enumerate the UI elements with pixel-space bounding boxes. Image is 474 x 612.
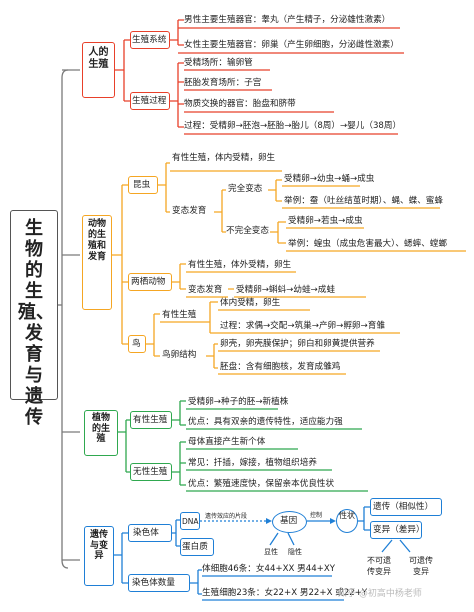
section-animal-reproduction — [82, 215, 112, 310]
node-dna-label: DNA — [182, 517, 199, 526]
node-gene — [272, 511, 307, 533]
complete-sequence: 受精卵→幼虫→蛹→成虫 — [284, 174, 375, 184]
amphibian-sexual: 有性生殖，体外受精，卵生 — [188, 260, 292, 270]
node-reproduction-process — [130, 92, 170, 110]
dominant-label: 显性 — [264, 548, 278, 556]
plant-sexual-1: 受精卵→种子的胚→新植株 — [188, 397, 289, 407]
node-insect — [128, 176, 158, 194]
insect-metamorphosis: 变态发育 — [172, 206, 207, 216]
amphibian-sequence: 受精卵→蝌蚪→幼蛙→成蛙 — [236, 285, 335, 295]
egg-structure-1: 卵壳，卵壳膜保护；卵白和卵黄提供营养 — [220, 339, 375, 349]
root-title-box — [10, 210, 58, 400]
node-protein — [180, 538, 214, 556]
node-variation-label: 变异（差异） — [373, 525, 425, 535]
node-chromosome-count-label: 染色体数量 — [132, 578, 175, 588]
plant-asexual-2: 常见：扦插，嫁接，植物组织培养 — [188, 458, 317, 468]
male-organ: 男性主要生殖器官：睾丸（产生精子，分泌雄性激素） — [184, 15, 391, 25]
node-plant-asexual-label: 无性生殖 — [133, 467, 168, 477]
fertilization-site: 受精场所：输卵管 — [184, 58, 253, 68]
bird-process: 过程：求偶→交配→筑巢→产卵→孵卵→育雏 — [220, 321, 385, 331]
node-variation — [370, 521, 422, 539]
incomplete-metamorphosis: 不完全变态 — [226, 226, 269, 236]
node-trait — [336, 509, 358, 533]
bird-fertilization: 体内受精，卵生 — [220, 298, 281, 308]
incomplete-example: 举例：蝗虫（成虫危害最大）、蟋蟀、螳螂 — [288, 239, 447, 249]
node-plant-asexual — [130, 463, 172, 481]
complete-example: 举例：蚕（吐丝结茧时期）、蝇、蝶、蜜蜂 — [284, 196, 443, 206]
incomplete-sequence: 受精卵→若虫→成虫 — [288, 216, 363, 226]
node-chromosome — [128, 524, 172, 542]
section-plant-reproduction — [84, 410, 118, 456]
embryo-site: 胚胎发育场所：子宫 — [184, 78, 262, 88]
bird-sexual: 有性生殖 — [162, 310, 197, 320]
control-label: 控制 — [310, 512, 323, 519]
egg-structure-2: 胚盘：含有细胞核，发育成雏鸡 — [220, 362, 341, 372]
watermark: 知乎 @初高中杨老师 — [338, 589, 422, 599]
amphibian-metamorphosis: 变态发育 — [188, 285, 223, 295]
section-human-title: 人的生殖 — [88, 47, 109, 70]
node-reproduction-process-label: 生殖过程 — [132, 96, 167, 106]
node-chromosome-label: 染色体 — [133, 528, 159, 538]
process-sequence: 过程：受精卵→胚泡→胚胎→胎儿（8周）→婴儿（38周） — [184, 121, 402, 131]
section-animal-title: 动物的生殖和发育 — [87, 219, 106, 262]
node-amphibian-label: 两栖动物 — [131, 277, 166, 287]
section-heredity-title: 遗传与变异 — [89, 530, 108, 561]
node-dna — [180, 512, 200, 530]
plant-asexual-3: 优点：繁殖速度快，保留亲本优良性状 — [188, 479, 335, 489]
node-gene-label: 基因 — [280, 516, 298, 526]
node-bird — [128, 335, 146, 353]
section-human-reproduction — [82, 42, 115, 98]
body-cells: 体细胞46条：女44+XX 男44+XY — [202, 564, 336, 574]
female-organ: 女性主要生殖器官：卵巢（产生卵细胞，分泌雌性激素） — [184, 40, 399, 50]
node-reproductive-system-label: 生殖系统 — [132, 35, 167, 45]
recessive-label: 隐性 — [288, 548, 302, 556]
egg-structure: 鸟卵结构 — [162, 350, 197, 360]
plant-asexual-1: 母体直接产生新个体 — [188, 437, 266, 447]
heritable-variation: 可遗传变异 — [409, 556, 433, 576]
node-insect-label: 昆虫 — [133, 180, 151, 190]
node-plant-sexual-label: 有性生殖 — [133, 415, 168, 425]
node-heredity-label: 遗传（相似性） — [373, 502, 434, 512]
non-heritable-variation: 不可遗传变异 — [367, 556, 391, 576]
section-plant-title: 植物的生殖 — [91, 413, 110, 444]
plant-sexual-2: 优点：具有双亲的遗传特性，适应能力强 — [188, 417, 343, 427]
section-heredity-variation — [84, 526, 114, 586]
root-title: 生物的生殖、发育与遗传 — [18, 218, 54, 428]
node-protein-label: 蛋白质 — [182, 542, 208, 552]
insect-sexual: 有性生殖，体内受精，卵生 — [172, 153, 276, 163]
node-amphibian — [128, 273, 172, 291]
exchange-organ: 物质交换的器官：胎盘和脐带 — [184, 99, 296, 109]
node-reproductive-system — [130, 31, 170, 49]
complete-metamorphosis: 完全变态 — [228, 184, 263, 194]
node-plant-sexual — [130, 411, 172, 429]
node-bird-label: 鸟 — [132, 339, 141, 349]
node-trait-label: 性状 — [339, 511, 355, 520]
dna-note: 遗传效应的片段 — [205, 513, 248, 520]
germ-cells: 生殖细胞23条：女22+X 男22+X 或22+Y — [202, 588, 368, 598]
node-heredity — [370, 498, 442, 516]
node-chromosome-count — [128, 574, 190, 592]
